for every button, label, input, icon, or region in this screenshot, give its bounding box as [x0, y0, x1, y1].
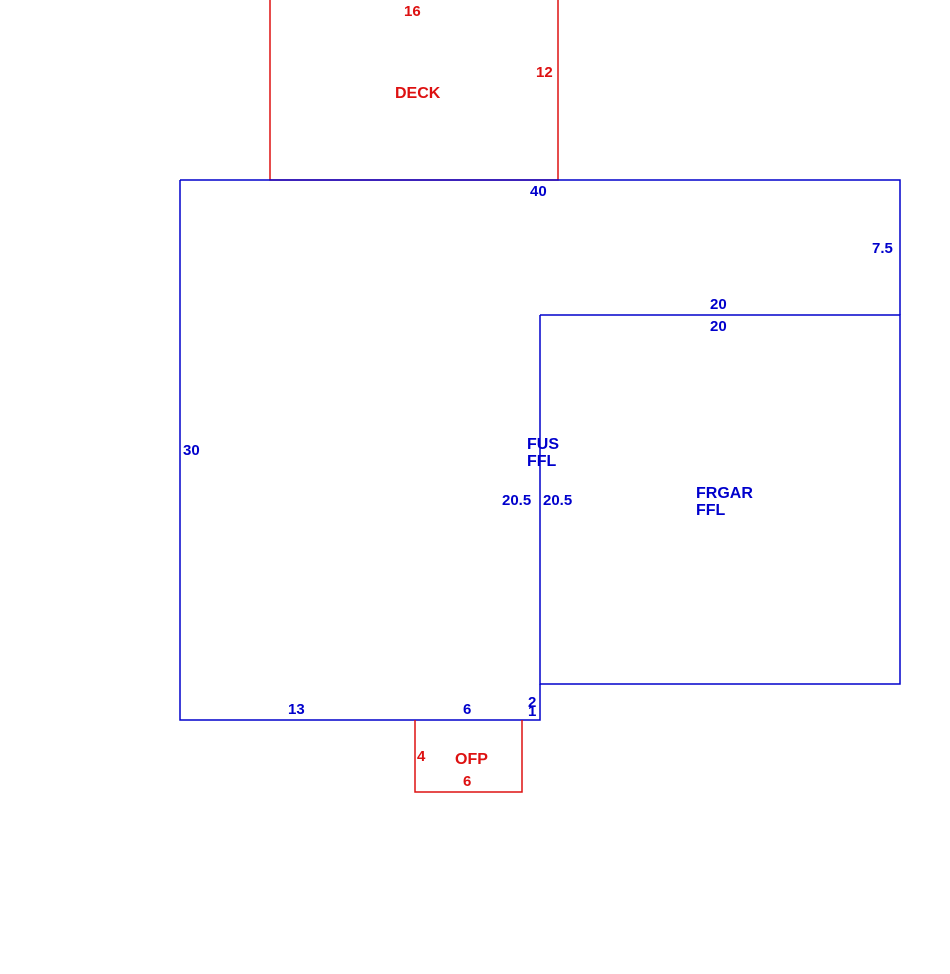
deck-label: DECK: [395, 85, 441, 102]
garage-label-line1: FRGAR: [696, 485, 753, 502]
house-notch-outer-dim: 20: [710, 296, 727, 313]
porch-width-dim: 6: [463, 773, 471, 790]
house-left-dim: 30: [183, 442, 200, 459]
deck-width-dim: 16: [404, 3, 421, 20]
garage-label-line2: FFL: [696, 502, 726, 519]
porch-depth-dim: 4: [417, 748, 426, 765]
deck-depth-dim: 12: [536, 64, 553, 81]
house-bottom-right-dim-b: 1: [528, 703, 536, 720]
house-bottom-right-dim-a: 2: [528, 694, 536, 711]
house-inner-left-dim: 20.5: [502, 492, 531, 509]
garage-outline: [539, 314, 901, 685]
house-label-line2: FFL: [527, 453, 557, 470]
main-house-left-bottom: [179, 180, 541, 721]
house-right-upper-dim: 7.5: [872, 240, 893, 257]
garage-inner-right-dim: 20.5: [543, 492, 572, 509]
house-bottom-left-dim: 13: [288, 701, 305, 718]
garage-top-dim: 20: [710, 318, 727, 335]
house-label-line1: FUS: [527, 436, 559, 453]
house-bottom-mid-dim: 6: [463, 701, 471, 718]
main-house-outline: [180, 179, 901, 315]
porch-label: OFP: [455, 751, 488, 768]
house-top-dim: 40: [530, 183, 547, 200]
porch-outline: [414, 720, 523, 793]
